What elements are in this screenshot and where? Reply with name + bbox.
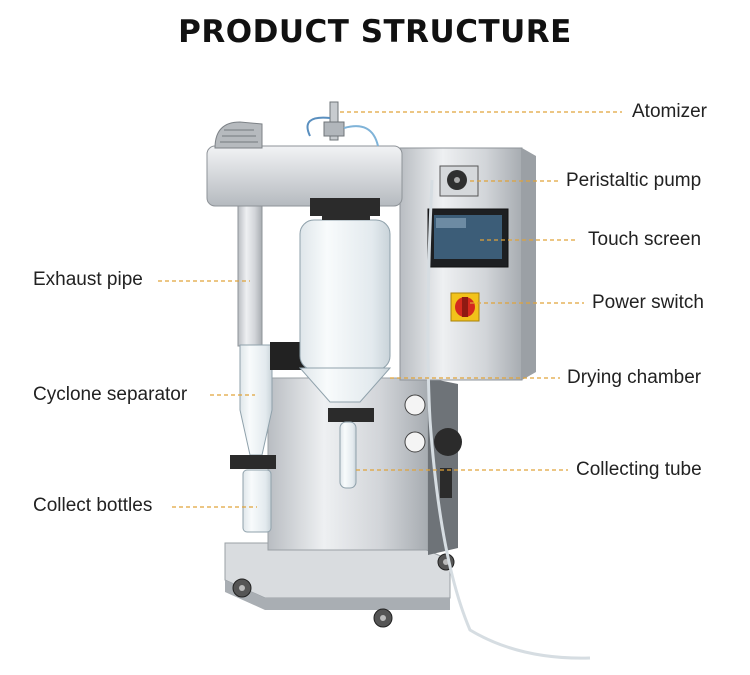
leader-lines bbox=[158, 111, 622, 508]
drying-chamber bbox=[298, 198, 392, 403]
label-touch-screen: Touch screen bbox=[588, 229, 702, 250]
base-tray bbox=[224, 542, 451, 610]
feed-hose bbox=[426, 179, 591, 660]
label-exhaust-pipe: Exhaust pipe bbox=[33, 269, 143, 290]
collecting-tube bbox=[328, 408, 374, 489]
label-power-switch: Power switch bbox=[592, 292, 704, 313]
power-switch bbox=[450, 292, 480, 322]
exhaust-hose bbox=[214, 121, 263, 149]
label-peristaltic-pump: Peristaltic pump bbox=[566, 170, 702, 191]
label-collecting-tube: Collecting tube bbox=[576, 459, 702, 480]
top-housing bbox=[206, 145, 403, 216]
collect-bottle bbox=[242, 469, 272, 533]
label-cyclone-separator: Cyclone separator bbox=[33, 384, 188, 405]
cyclone-separator bbox=[230, 342, 306, 469]
page-title: PRODUCT STRUCTURE bbox=[178, 14, 572, 50]
label-drying-chamber: Drying chamber bbox=[567, 367, 702, 388]
label-atomizer: Atomizer bbox=[632, 101, 707, 122]
atomizer bbox=[306, 101, 379, 147]
peristaltic-pump bbox=[439, 165, 479, 197]
label-collect-bottles: Collect bottles bbox=[33, 495, 153, 516]
touch-screen bbox=[427, 208, 509, 268]
caster-wheels bbox=[232, 553, 455, 628]
exhaust-pipe bbox=[237, 205, 263, 347]
